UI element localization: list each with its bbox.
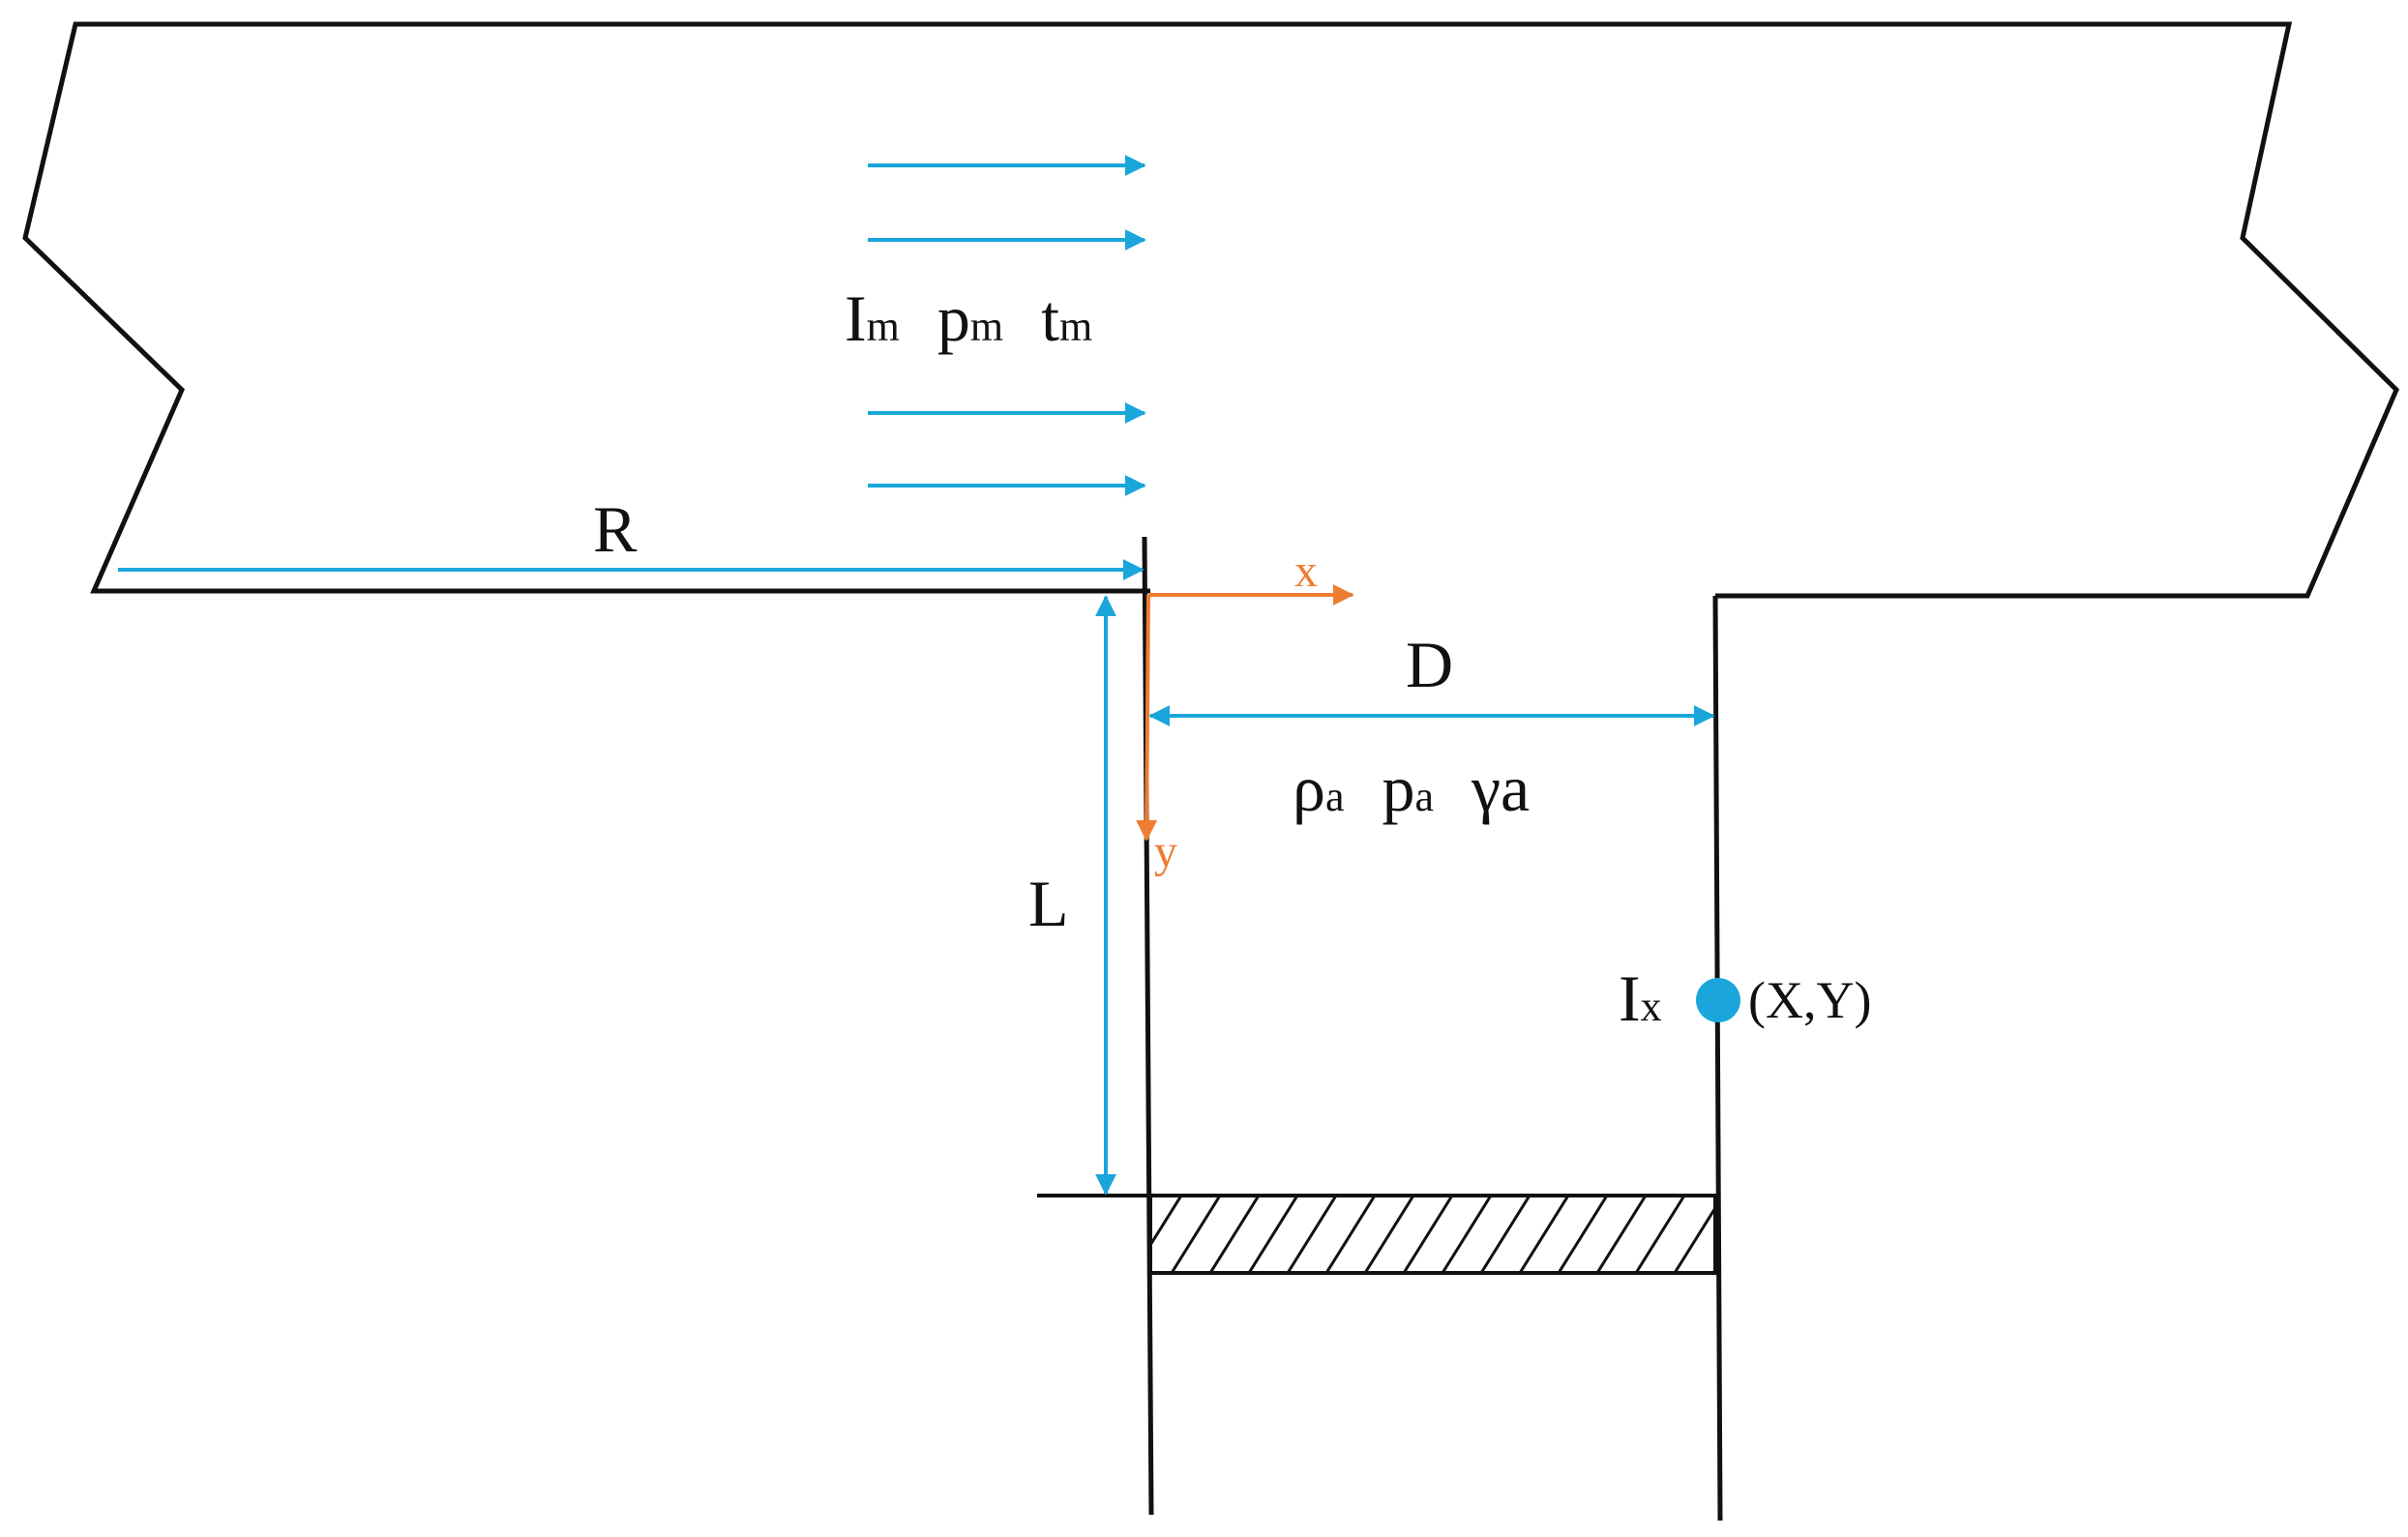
probe-point bbox=[1696, 978, 1740, 1022]
flow-intensity-subscript: m bbox=[867, 303, 900, 350]
cavity-density-subscript: a bbox=[1325, 773, 1345, 820]
x-axis-label: x bbox=[1294, 546, 1318, 597]
probe-intensity-subscript: x bbox=[1641, 983, 1662, 1030]
dimension-L-label: L bbox=[1028, 867, 1069, 940]
flow-conditions-label: Im pm tm bbox=[845, 281, 1092, 355]
flow-arrows bbox=[868, 155, 1146, 496]
hatched-bottom bbox=[1148, 1194, 1717, 1275]
cavity-right-wall bbox=[1712, 595, 1723, 1522]
dimension-R-label: R bbox=[593, 492, 638, 566]
probe-intensity-label: Ix bbox=[1619, 961, 1662, 1035]
flow-pressure-subscript: m bbox=[970, 303, 1003, 350]
probe-coordinate-label: (X,Y) bbox=[1748, 971, 1871, 1029]
cavity-pressure-symbol: p bbox=[1382, 752, 1414, 825]
flow-temperature-subscript: m bbox=[1059, 303, 1092, 350]
flow-pressure-symbol: p bbox=[937, 281, 970, 355]
probe-intensity-symbol: I bbox=[1619, 961, 1641, 1035]
main-channel-outline bbox=[22, 21, 2399, 599]
y-axis-label: y bbox=[1154, 826, 1177, 877]
cavity-conditions-label: ρa pa γa bbox=[1293, 752, 1530, 825]
cavity-gamma-symbol: γa bbox=[1471, 752, 1530, 825]
cavity-pressure-subscript: a bbox=[1414, 773, 1434, 820]
flow-intensity-symbol: I bbox=[845, 281, 867, 355]
hatch-lines bbox=[1150, 1196, 1715, 1273]
flow-temperature-symbol: t bbox=[1041, 281, 1059, 355]
dimension-D-label: D bbox=[1406, 628, 1453, 701]
cavity-density-symbol: ρ bbox=[1293, 752, 1325, 825]
y-axis-arrow bbox=[1136, 594, 1158, 842]
